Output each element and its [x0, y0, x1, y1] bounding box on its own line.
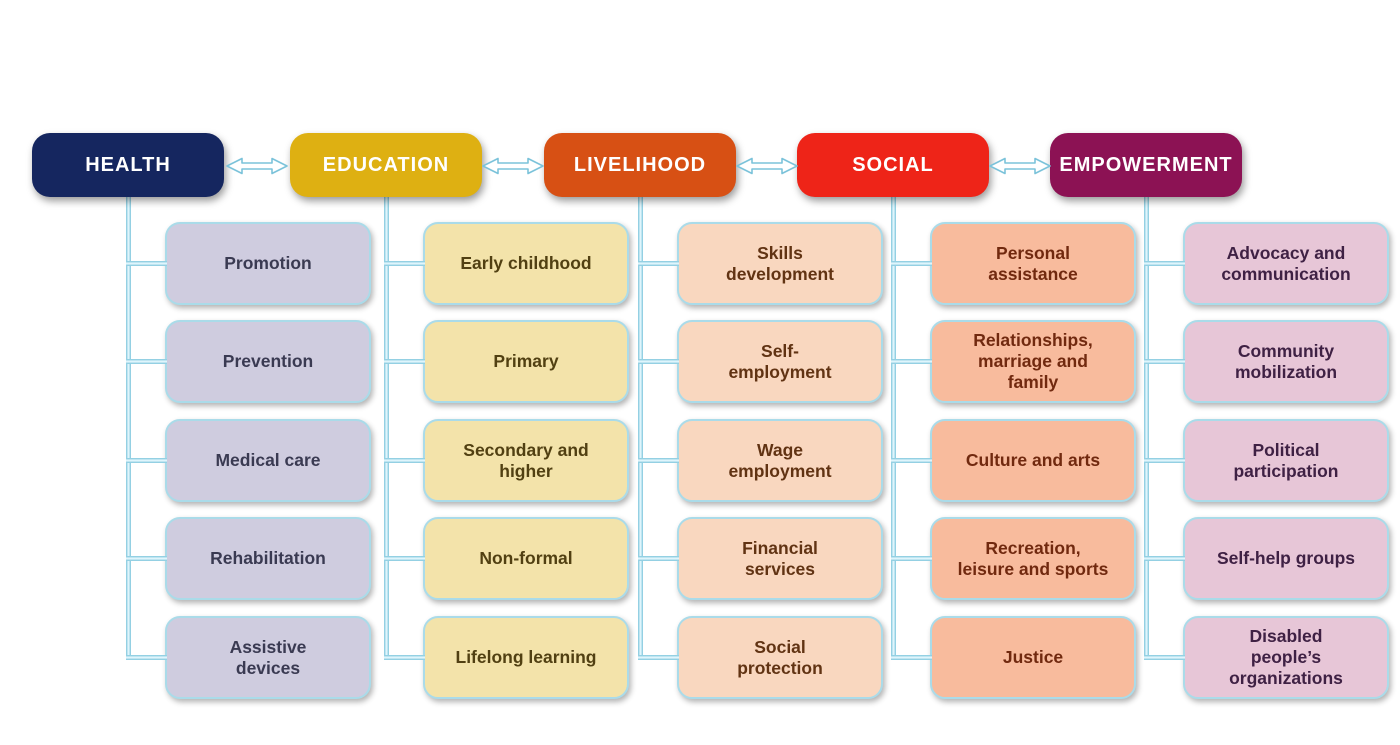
connector-trunk: [125, 195, 131, 660]
item-advocacy-communication: Advocacy and communication: [1144, 222, 1389, 305]
connector-trunk: [383, 195, 389, 660]
item-self-help-groups: Self-help groups: [1144, 517, 1389, 600]
item-self-employment: Self- employment: [638, 320, 883, 403]
double-arrow-icon: [225, 156, 289, 176]
item-culture-and-arts: Culture and arts: [891, 419, 1136, 502]
item-political-participation: Political participation: [1144, 419, 1389, 502]
item-assistive-devices: Assistive devices: [126, 616, 371, 699]
column-header-social: SOCIAL: [797, 133, 989, 197]
column-header-health: HEALTH: [32, 133, 224, 197]
item-community-mobilization: Community mobilization: [1144, 320, 1389, 403]
item-rehabilitation: Rehabilitation: [126, 517, 371, 600]
item-personal-assistance: Personal assistance: [891, 222, 1136, 305]
connector-trunk: [890, 195, 896, 660]
connector-trunk: [637, 195, 643, 660]
item-recreation-leisure-sports: Recreation, leisure and sports: [891, 517, 1136, 600]
item-skills-development: Skills development: [638, 222, 883, 305]
item-wage-employment: Wage employment: [638, 419, 883, 502]
item-lifelong-learning: Lifelong learning: [384, 616, 629, 699]
item-early-childhood: Early childhood: [384, 222, 629, 305]
item-secondary-and-higher: Secondary and higher: [384, 419, 629, 502]
item-disabled-peoples-organizations: Disabled people’s organizations: [1144, 616, 1389, 699]
connector-trunk: [1143, 195, 1149, 660]
item-justice: Justice: [891, 616, 1136, 699]
double-arrow-icon: [735, 156, 799, 176]
column-header-education: EDUCATION: [290, 133, 482, 197]
item-medical-care: Medical care: [126, 419, 371, 502]
item-primary: Primary: [384, 320, 629, 403]
double-arrow-icon: [988, 156, 1052, 176]
item-promotion: Promotion: [126, 222, 371, 305]
item-non-formal: Non-formal: [384, 517, 629, 600]
double-arrow-icon: [481, 156, 545, 176]
item-social-protection: Social protection: [638, 616, 883, 699]
column-header-empowerment: EMPOWERMENT: [1050, 133, 1242, 197]
item-prevention: Prevention: [126, 320, 371, 403]
column-header-livelihood: LIVELIHOOD: [544, 133, 736, 197]
item-relationships-marriage-family: Relationships, marriage and family: [891, 320, 1136, 403]
item-financial-services: Financial services: [638, 517, 883, 600]
